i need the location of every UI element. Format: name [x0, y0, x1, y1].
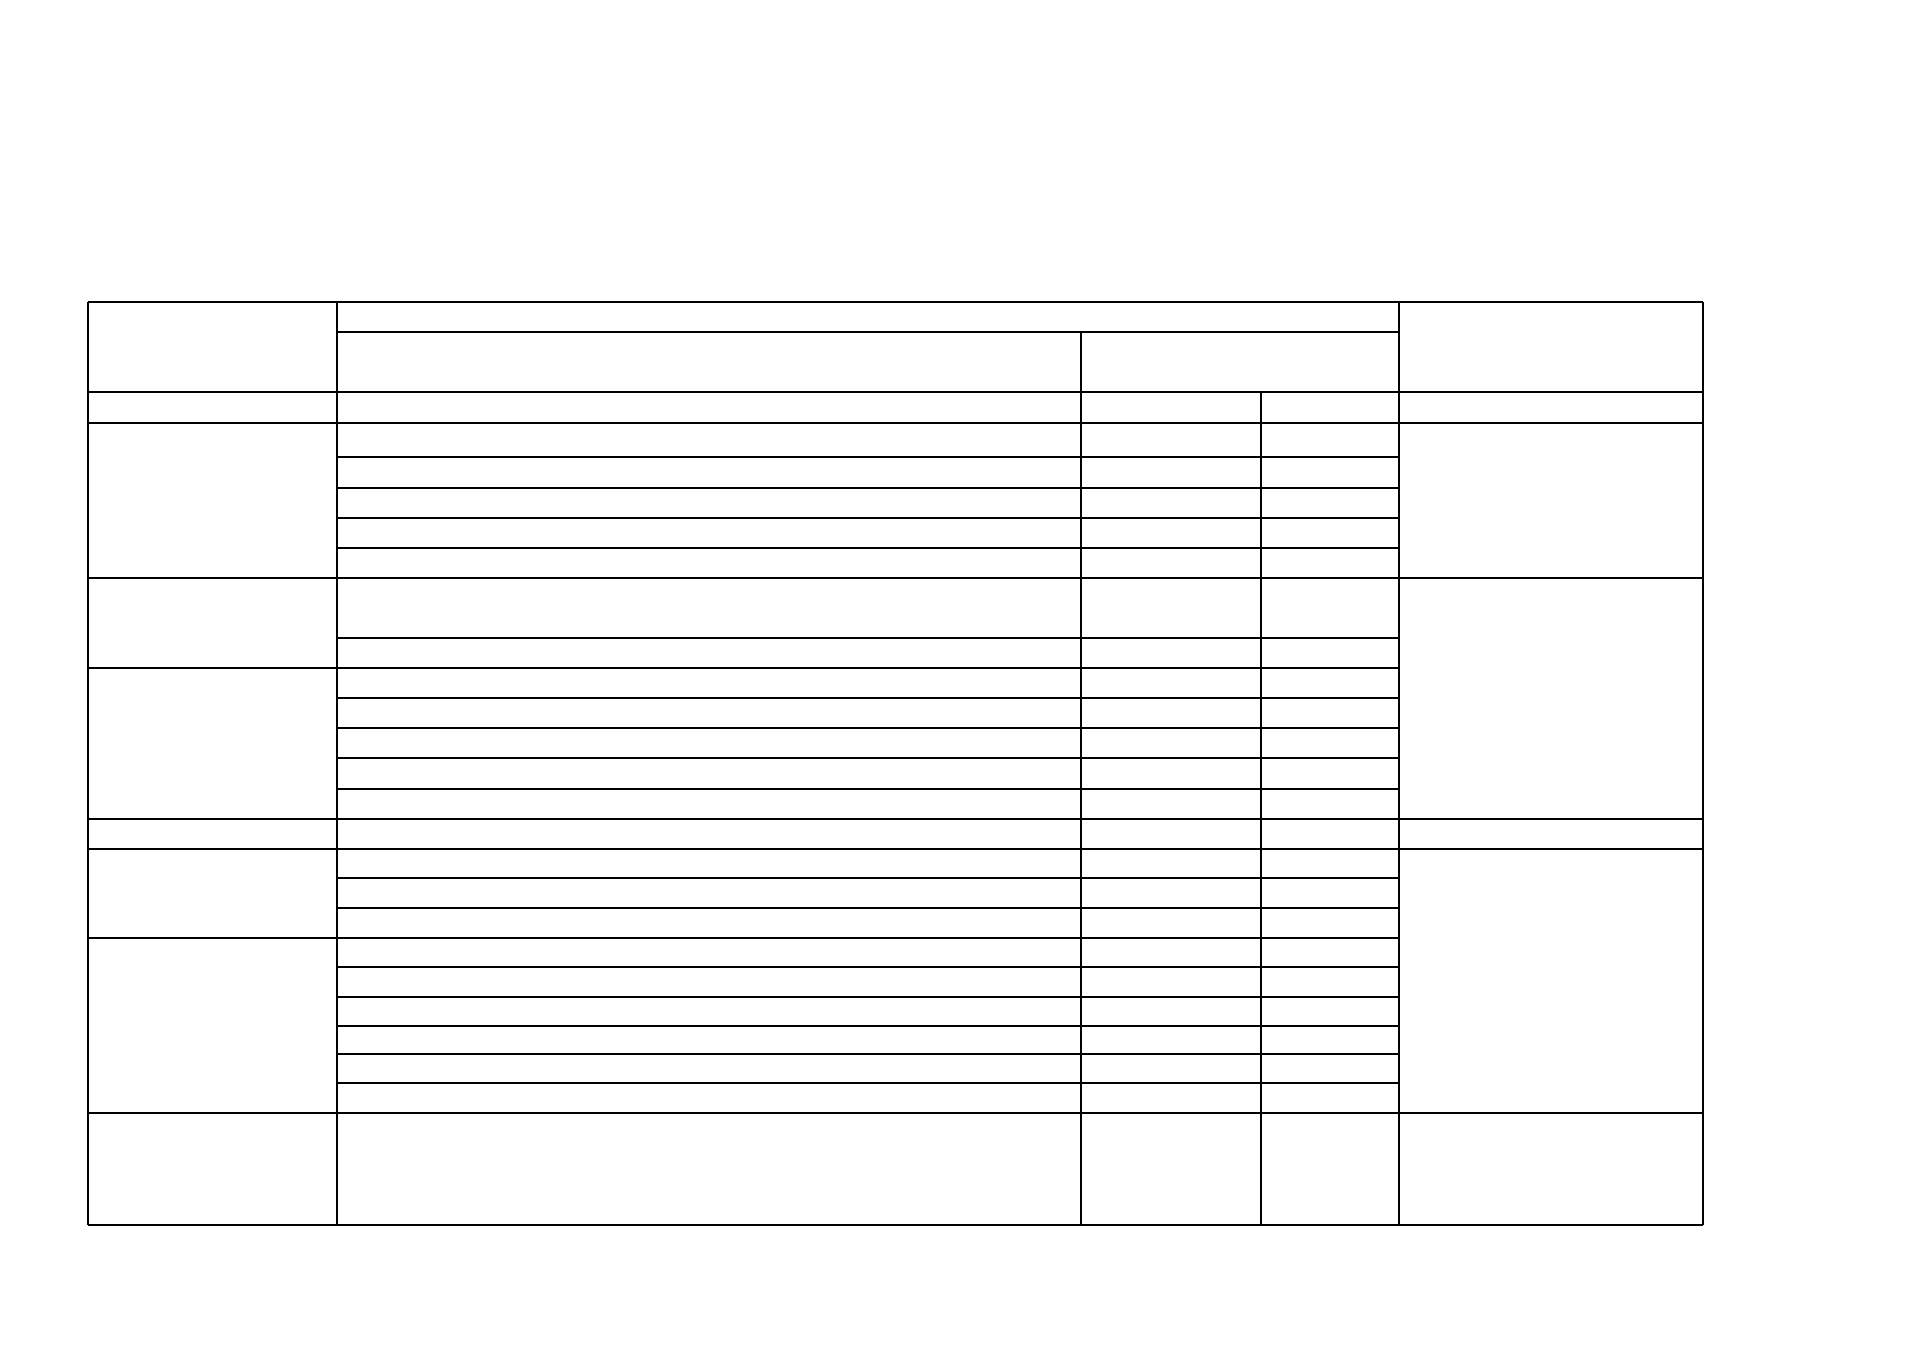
form-table: [87, 301, 1704, 1226]
document-page: [87, 301, 1704, 1226]
